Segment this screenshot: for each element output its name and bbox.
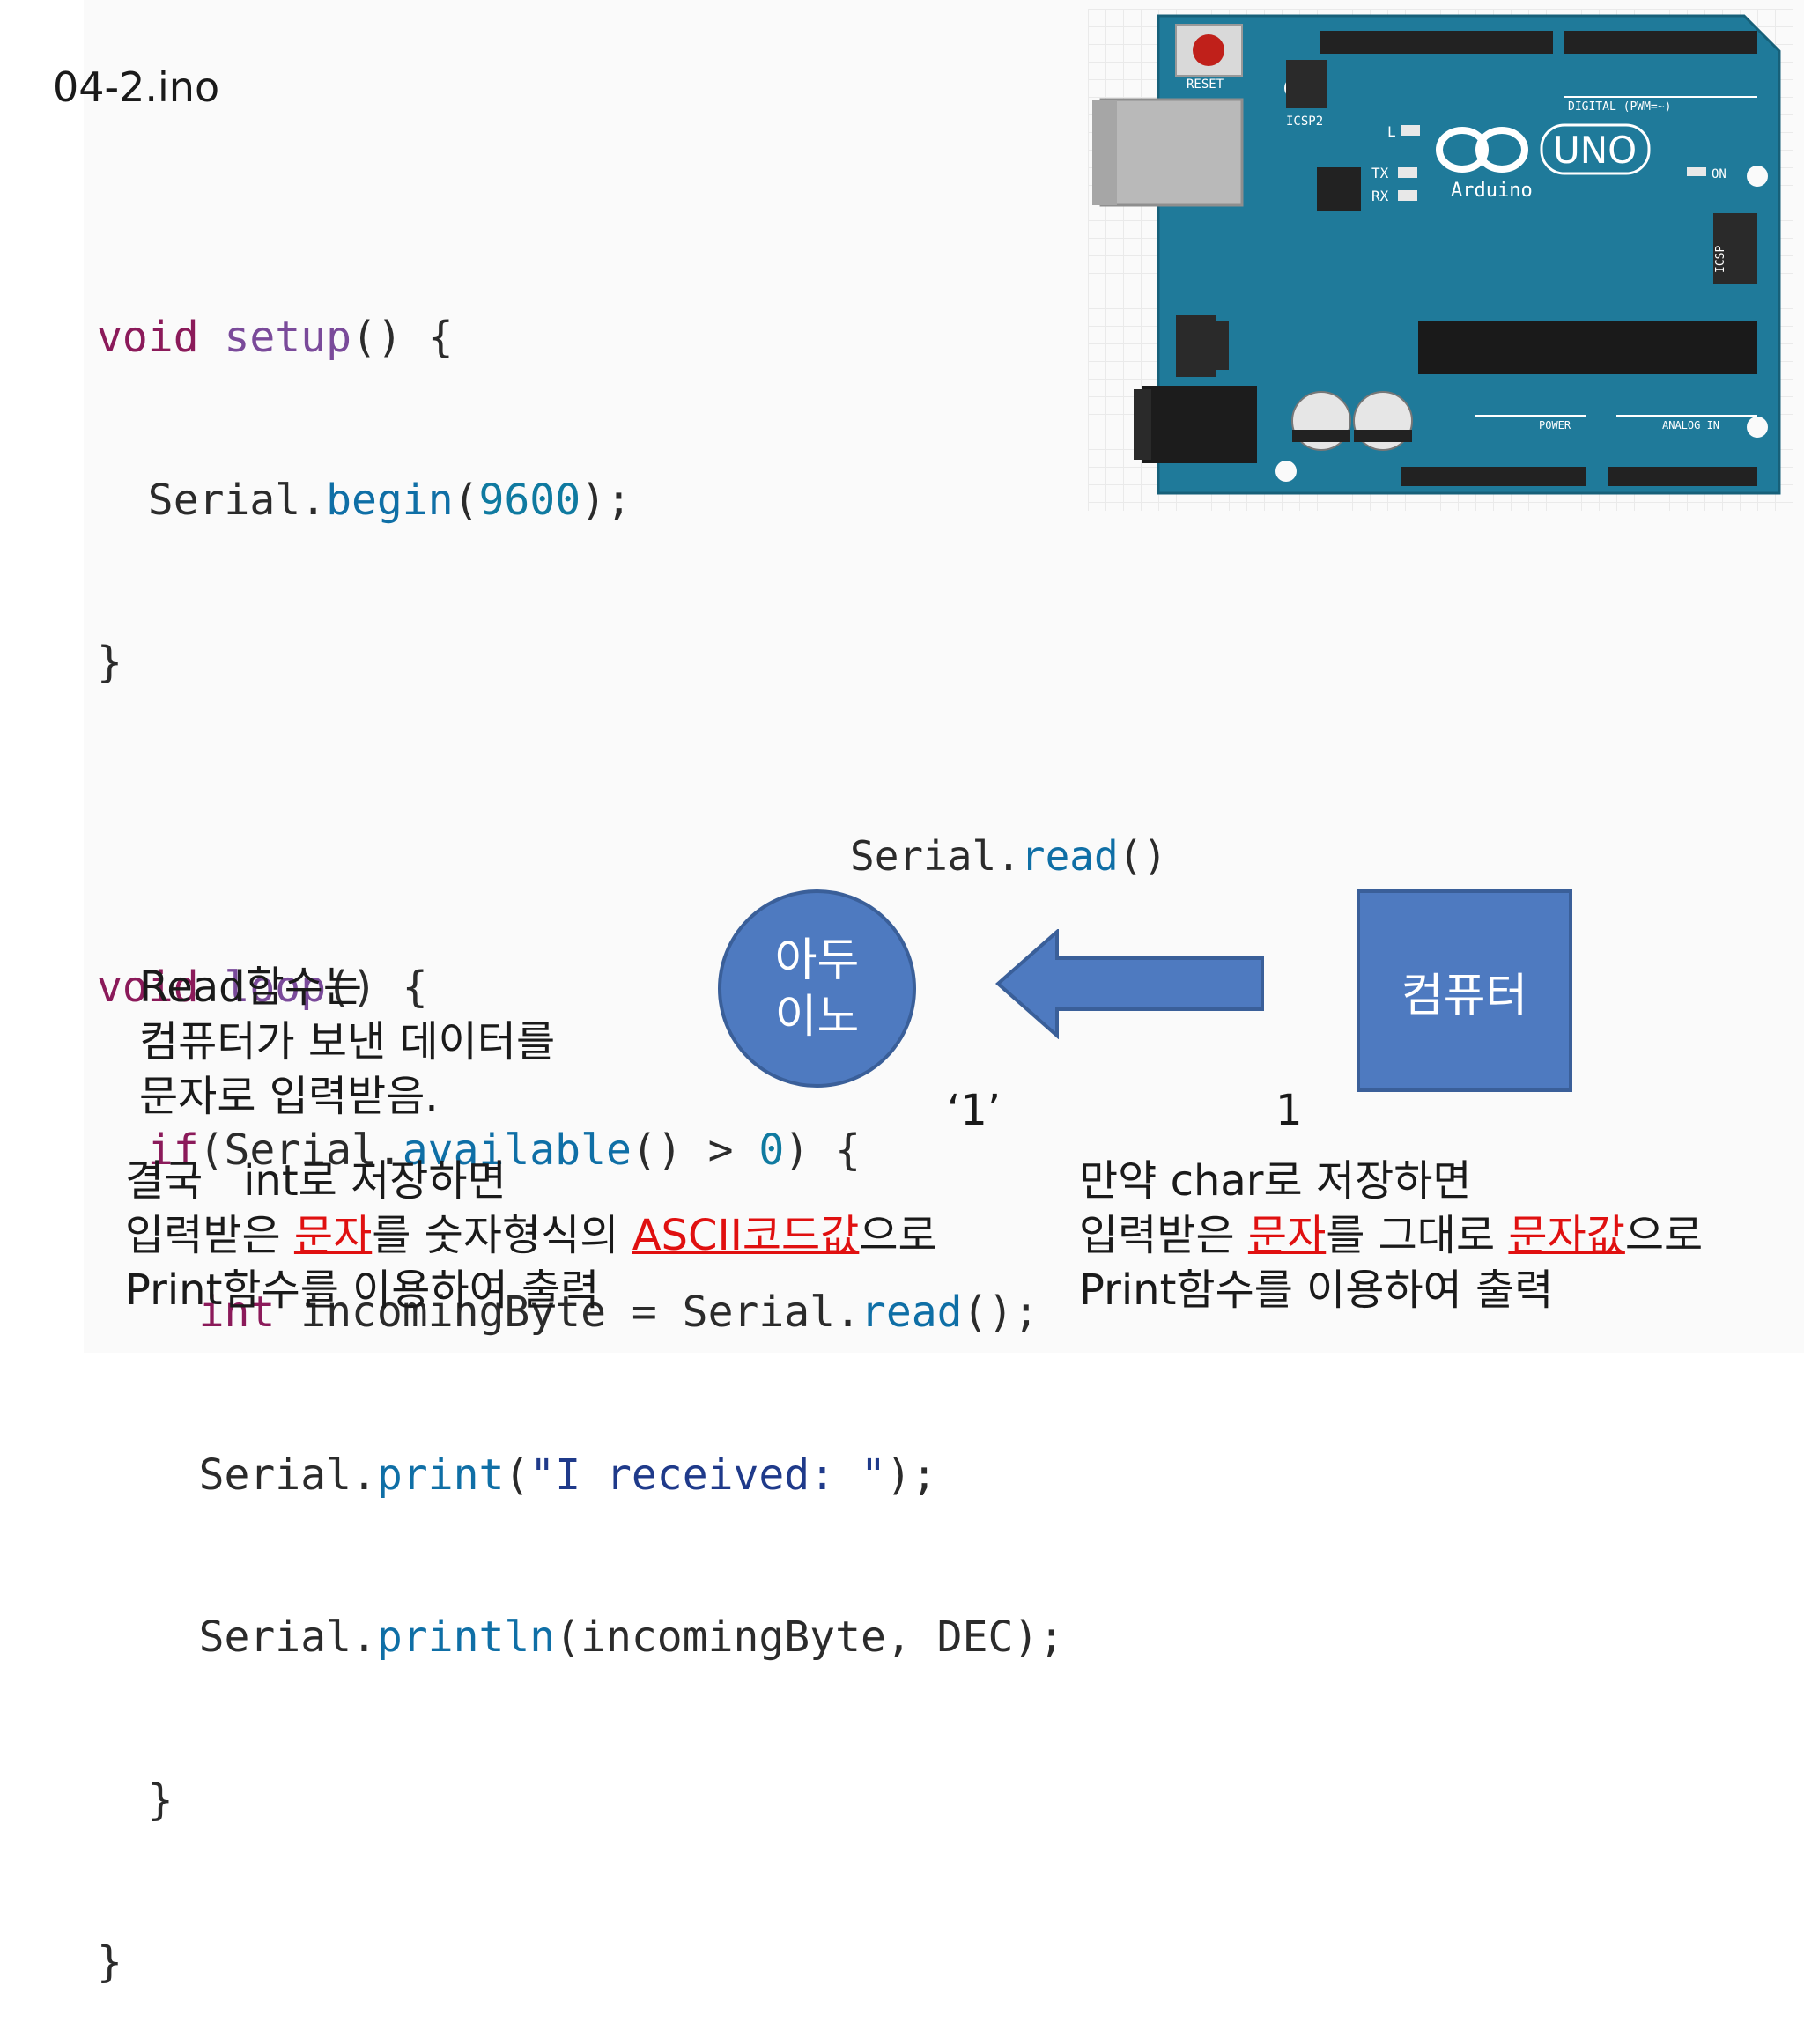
code-number: 9600: [478, 475, 581, 525]
read-note-line: 문자로 입력받음.: [139, 1072, 439, 1121]
code-line: }: [97, 638, 122, 687]
code-text: (incomingByte, DEC);: [555, 1612, 1065, 1662]
code-line: Serial.println(incomingByte, DEC);: [97, 1611, 1065, 1665]
code-method: read: [860, 1288, 963, 1337]
board-digital-label: DIGITAL (PWM=~): [1568, 100, 1671, 114]
highlight-text: ASCII코드값: [632, 1211, 860, 1260]
highlight-text: 문자: [1247, 1211, 1327, 1260]
code-string: "I received: ": [529, 1450, 886, 1500]
note-line: 입력받은 문자를 숫자형식의 ASCII코드값으로: [125, 1208, 937, 1263]
caption-method: read: [1020, 832, 1119, 880]
board-uno-label: UNO: [1553, 129, 1637, 172]
code-line: }: [97, 1937, 122, 1987]
highlight-text: 문자값: [1508, 1211, 1625, 1260]
code-text: Serial.: [97, 1450, 377, 1500]
code-text: );: [580, 475, 632, 525]
code-text: () {: [351, 313, 454, 362]
arduino-uno-board-image: RESET ICSP2 DIGITAL (PWM=~) L TX RX UNO …: [1092, 14, 1781, 495]
code-text: (Serial.: [198, 1125, 403, 1175]
read-note-line: 컴퓨터가 보낸 데이터를: [139, 1017, 556, 1066]
code-keyword: void: [97, 963, 199, 1012]
board-reset-label: RESET: [1187, 77, 1224, 92]
code-text: (: [453, 475, 479, 525]
arduino-node-label: 아두 이노: [774, 933, 860, 1044]
code-keyword: if: [97, 1125, 199, 1175]
caption-parens: (): [1118, 832, 1168, 880]
note-text: 으로: [859, 1211, 937, 1260]
board-icsp2-label: ICSP2: [1286, 114, 1323, 129]
note-line: Print함수를 이용하여 출력: [1079, 1266, 1554, 1315]
board-tx-label: TX: [1371, 165, 1389, 181]
note-text: 으로: [1624, 1211, 1704, 1260]
code-function: setup: [224, 313, 352, 362]
left-arrow-icon: [995, 929, 1264, 1039]
code-number: 0: [758, 1125, 785, 1175]
number-value-label: 1: [1275, 1086, 1303, 1135]
code-method: begin: [326, 475, 454, 525]
code-method: print: [376, 1450, 505, 1500]
highlight-text: 문자: [293, 1211, 373, 1260]
code-keyword: void: [97, 313, 199, 362]
note-line: 만약 char로 저장하면: [1079, 1156, 1472, 1206]
board-arduino-label: Arduino: [1451, 180, 1533, 202]
note-text: 입력받은: [125, 1211, 294, 1260]
code-line: }: [97, 1775, 174, 1825]
read-function-note: Read함수는 컴퓨터가 보낸 데이터를 문자로 입력받음.: [139, 960, 555, 1124]
note-text: 를 그대로: [1326, 1211, 1509, 1260]
code-keyword: int: [97, 1288, 276, 1337]
computer-node-label: 컴퓨터: [1401, 969, 1528, 1022]
note-text: 입력받은: [1079, 1211, 1248, 1260]
code-function: loop: [224, 963, 327, 1012]
code-text: () >: [631, 1125, 759, 1175]
code-line: void setup() {: [97, 311, 1064, 365]
code-method: available: [402, 1125, 632, 1175]
code-text: ();: [962, 1288, 1039, 1337]
char-value-label: ‘1’: [947, 1086, 1002, 1135]
code-text: Serial.: [97, 1612, 377, 1662]
code-text: (: [504, 1450, 530, 1500]
note-line: 입력받은 문자를 그대로 문자값으로: [1079, 1208, 1703, 1263]
board-analog-label: ANALOG IN: [1662, 419, 1719, 432]
code-text: incomingByte = Serial.: [275, 1288, 861, 1337]
note-line: Print함수를 이용하여 출력: [125, 1266, 600, 1315]
code-line: Serial.begin(9600);: [97, 474, 1064, 528]
code-line: if(Serial.available() > 0) {: [97, 1124, 1064, 1178]
code-line: Serial.print("I received: ");: [97, 1449, 1064, 1503]
int-storage-note: 결국 int로 저장하면 입력받은 문자를 숫자형식의 ASCII코드값으로 P…: [125, 1154, 937, 1317]
code-line: void loop() {: [97, 961, 1064, 1015]
code-text: Serial.: [97, 475, 327, 525]
code-text: () {: [326, 963, 428, 1012]
read-note-line: Read함수는: [139, 963, 363, 1012]
serial-read-caption: Serial.read(): [850, 832, 1167, 880]
arduino-node: 아두 이노: [718, 889, 916, 1088]
board-icsp-label: ICSP: [1714, 246, 1727, 273]
code-text: ) {: [784, 1125, 861, 1175]
code-method: println: [376, 1612, 556, 1662]
board-on-label: ON: [1712, 167, 1726, 181]
file-name: 04-2.ino: [53, 63, 220, 111]
char-storage-note: 만약 char로 저장하면 입력받은 문자를 그대로 문자값으로 Print함수…: [1079, 1154, 1703, 1317]
note-line: 결국 int로 저장하면: [125, 1156, 506, 1206]
code-text: );: [885, 1450, 937, 1500]
board-rx-label: RX: [1371, 188, 1389, 204]
note-text: 를 숫자형식의: [372, 1211, 632, 1260]
caption-object: Serial.: [850, 832, 1021, 880]
computer-node: 컴퓨터: [1357, 889, 1572, 1092]
board-power-label: POWER: [1539, 419, 1571, 432]
board-l-label: L: [1387, 123, 1396, 140]
code-line: int incomingByte = Serial.read();: [97, 1286, 1064, 1340]
